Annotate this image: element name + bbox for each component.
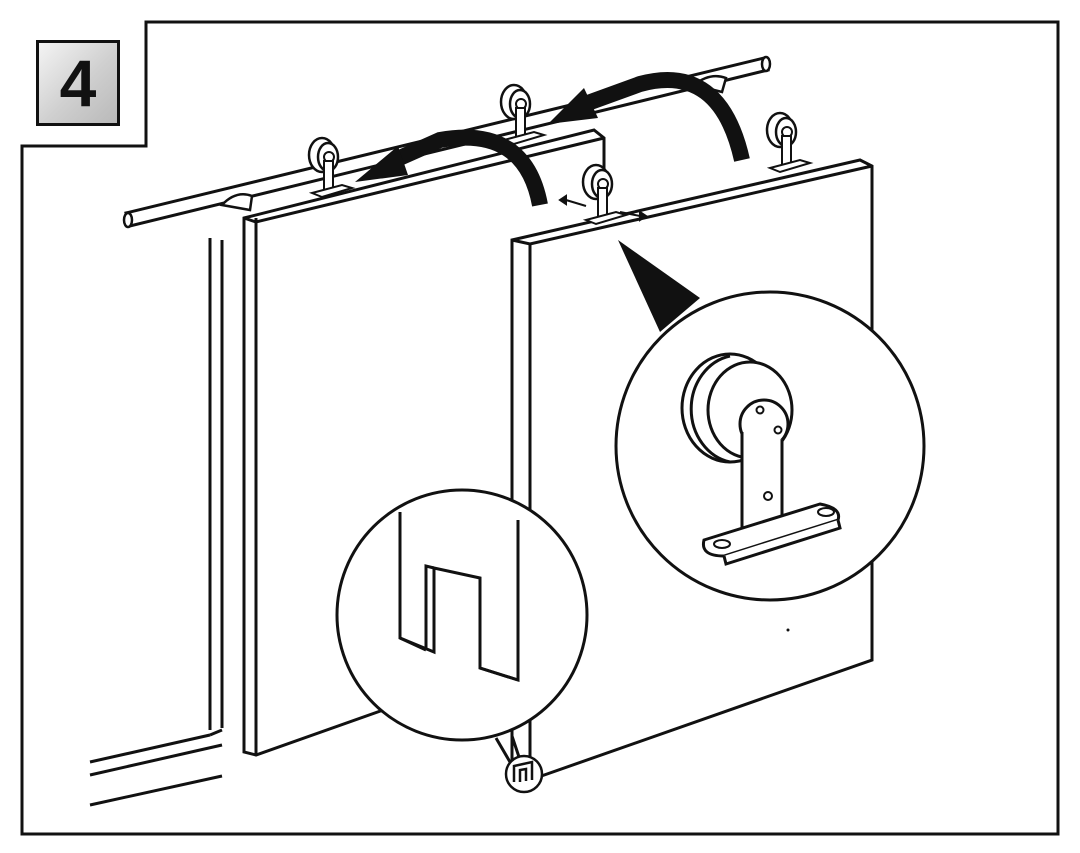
zoom-pointer bbox=[618, 240, 700, 332]
floor-guide bbox=[504, 754, 544, 794]
move-arrow bbox=[548, 72, 750, 162]
step-number: 4 bbox=[59, 46, 97, 120]
roller-hanger bbox=[765, 111, 812, 174]
move-arrow bbox=[355, 129, 548, 207]
step-badge: 4 bbox=[36, 40, 120, 126]
detail-zoom-roller bbox=[614, 290, 926, 602]
wall-baseboard bbox=[89, 238, 224, 807]
detail-zoom-floor-guide bbox=[335, 488, 589, 742]
adjust-arrow-icon bbox=[558, 194, 648, 222]
outer-frame bbox=[20, 20, 1060, 836]
door-mark bbox=[786, 628, 790, 632]
